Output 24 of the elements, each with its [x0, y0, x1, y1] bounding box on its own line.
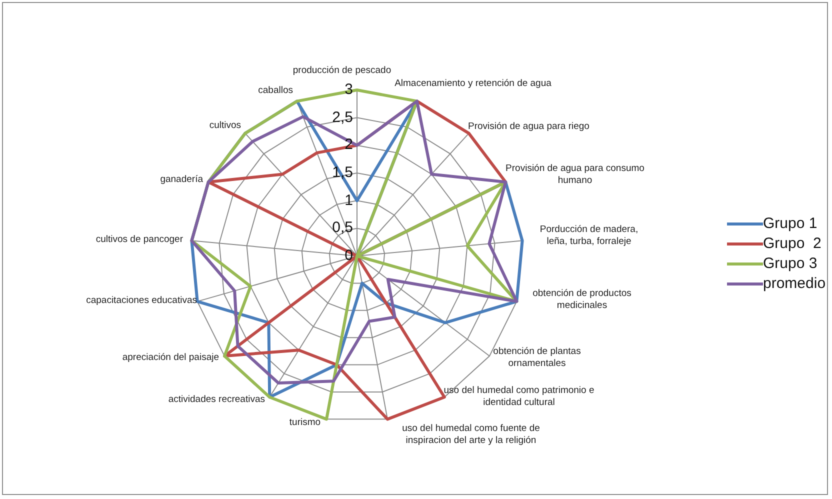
tick-label: 1 — [344, 192, 353, 209]
axis-label: obtención de plantas ornamentales — [492, 346, 582, 370]
axis-label: ganadería — [159, 174, 203, 186]
tick-label: 2,5 — [331, 110, 353, 126]
axis-label: Porducción de madera, leña, turba, forraleje — [538, 224, 640, 248]
axis-label: Provisión de agua para riego — [468, 121, 590, 133]
axis-label: turismo — [288, 417, 322, 429]
axis-label: caballos — [257, 85, 293, 97]
axis-label: cultivos de pancoger — [94, 234, 183, 246]
axis-label: producción de pescado — [292, 65, 392, 77]
legend-label: Grupo 3 — [763, 255, 818, 272]
axis-label: obtención de productos medicinales — [532, 288, 632, 312]
axis-label: Almacenamiento y retención de agua — [394, 78, 552, 90]
axis-label: Provisión de agua para consumo humano — [505, 163, 645, 187]
axis-label: uso del humedal como patrimonio e identidad cultural — [443, 385, 595, 409]
axis-label: actividades recreativas — [167, 394, 265, 406]
axis-label: apreciación del paisaje — [121, 352, 219, 364]
legend-label: Grupo 1 — [763, 215, 818, 232]
tick-label: 0,5 — [331, 220, 353, 236]
legend-label: Grupo 2 — [763, 235, 822, 252]
axis-label: uso del humedal como fuente de inspiracion del arte y la religión — [401, 423, 541, 447]
axis-label: capacitaciones educativas — [85, 295, 197, 307]
legend-label: promedio — [763, 275, 826, 292]
axis-label: cultivos — [208, 120, 241, 132]
